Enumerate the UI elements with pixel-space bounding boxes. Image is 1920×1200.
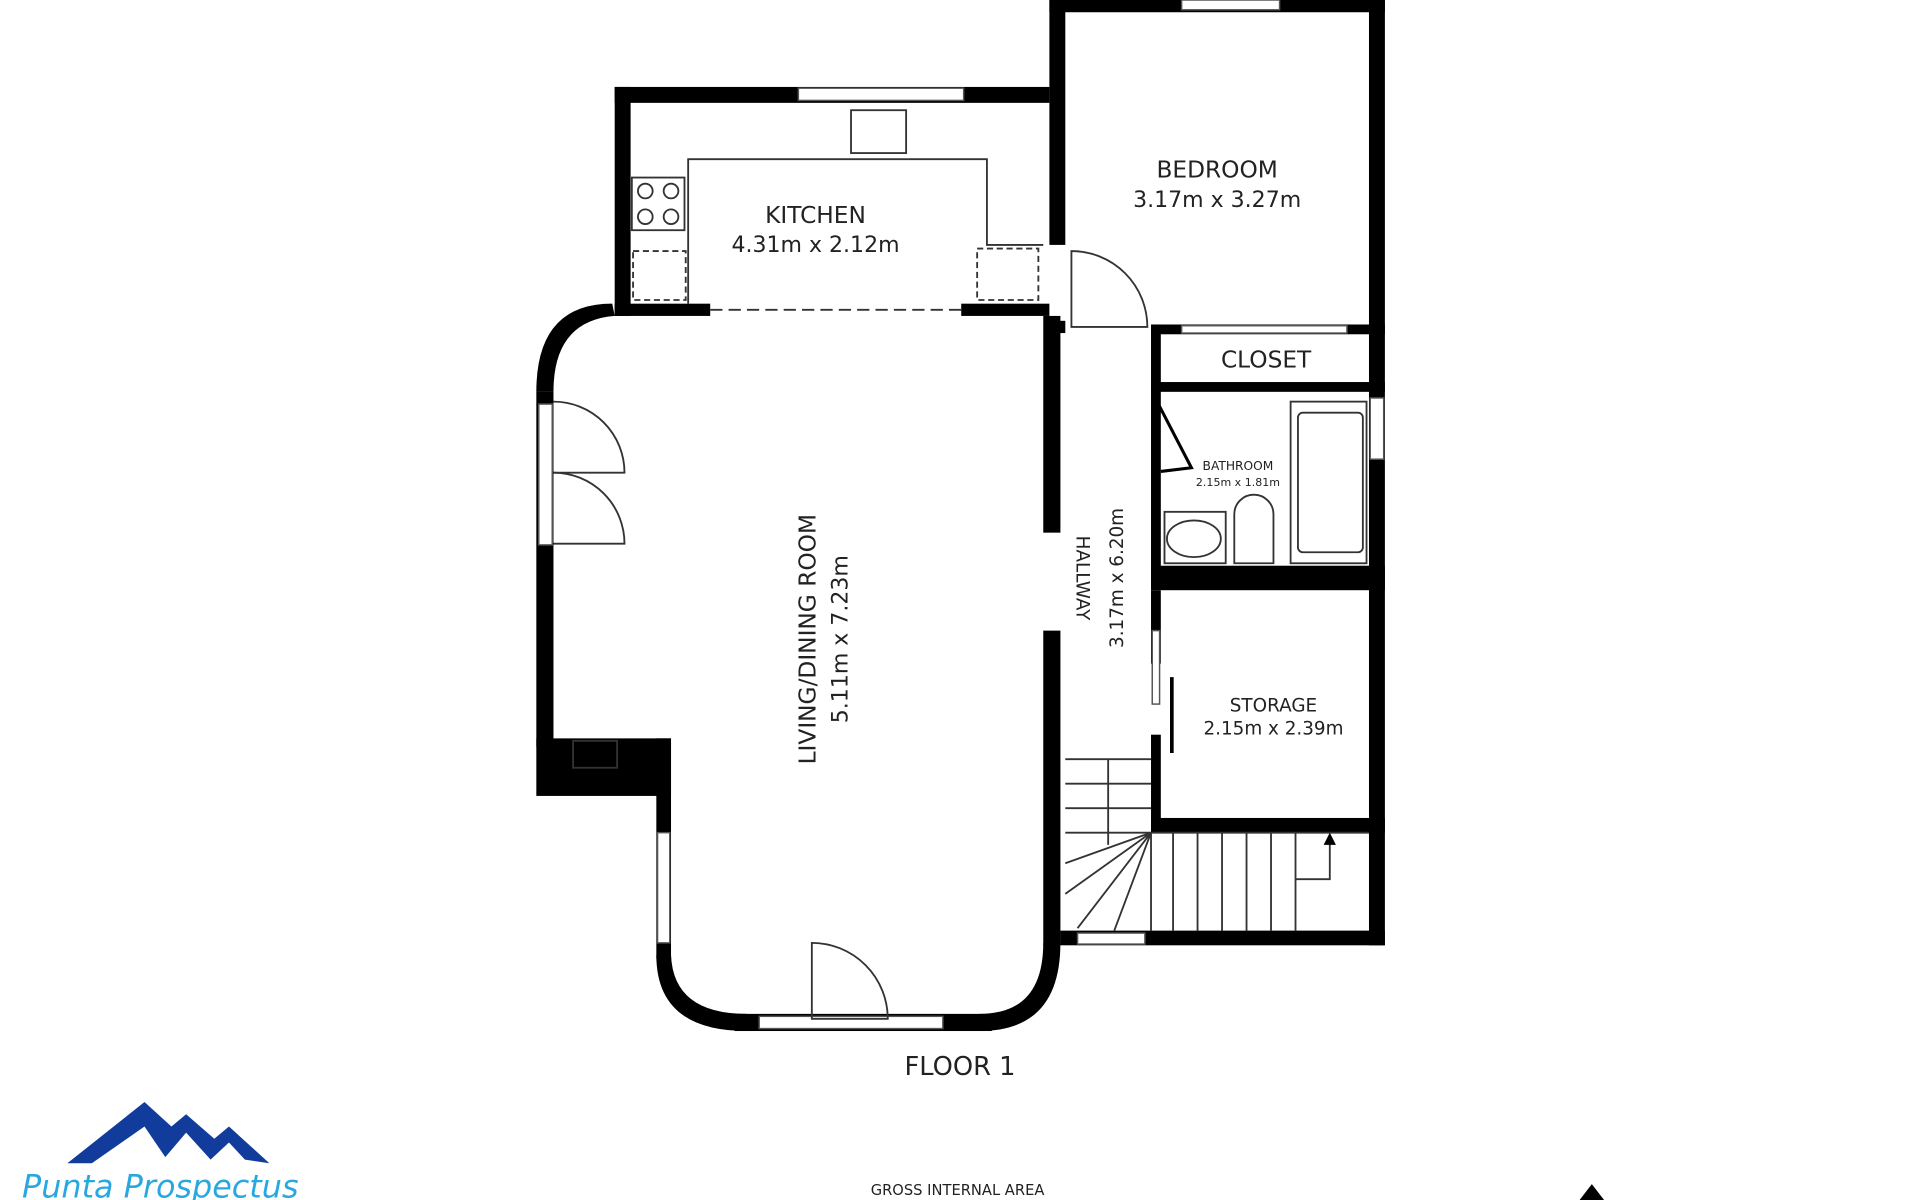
bedroom-size: 3.17m x 3.27m [1133,188,1301,213]
kitchen-size: 4.31m x 2.12m [731,233,899,258]
storage-size: 2.15m x 2.39m [1203,719,1343,740]
logo-roof-icon [67,1102,270,1164]
hallway-size: 3.17m x 6.20m [1107,508,1128,648]
living-size: 5.11m x 7.23m [828,555,853,723]
logo: Punta Prospectus [22,1102,299,1200]
logo-text: Punta Prospectus [22,1168,299,1200]
closet-name: CLOSET [1221,346,1312,373]
stair-arrow-icon [1323,832,1336,845]
kitchen-name: KITCHEN [765,202,866,229]
gross-area-label: GROSS INTERNAL AREA [871,1182,1045,1199]
storage-name: STORAGE [1230,695,1317,716]
fixtures [553,109,1369,1020]
windows [538,0,1385,1030]
room-labels: KITCHEN 4.31m x 2.12m BEDROOM 3.17m x 3.… [731,157,1343,1200]
floor-label: FLOOR 1 [904,1052,1015,1082]
bathroom-name: BATHROOM [1203,459,1274,473]
bathroom-size: 2.15m x 1.81m [1196,476,1280,489]
living-name: LIVING/DINING ROOM [795,514,822,764]
north-arrow-icon [1579,1184,1605,1200]
bedroom-name: BEDROOM [1156,157,1277,184]
hallway-name: HALLWAY [1071,536,1092,621]
